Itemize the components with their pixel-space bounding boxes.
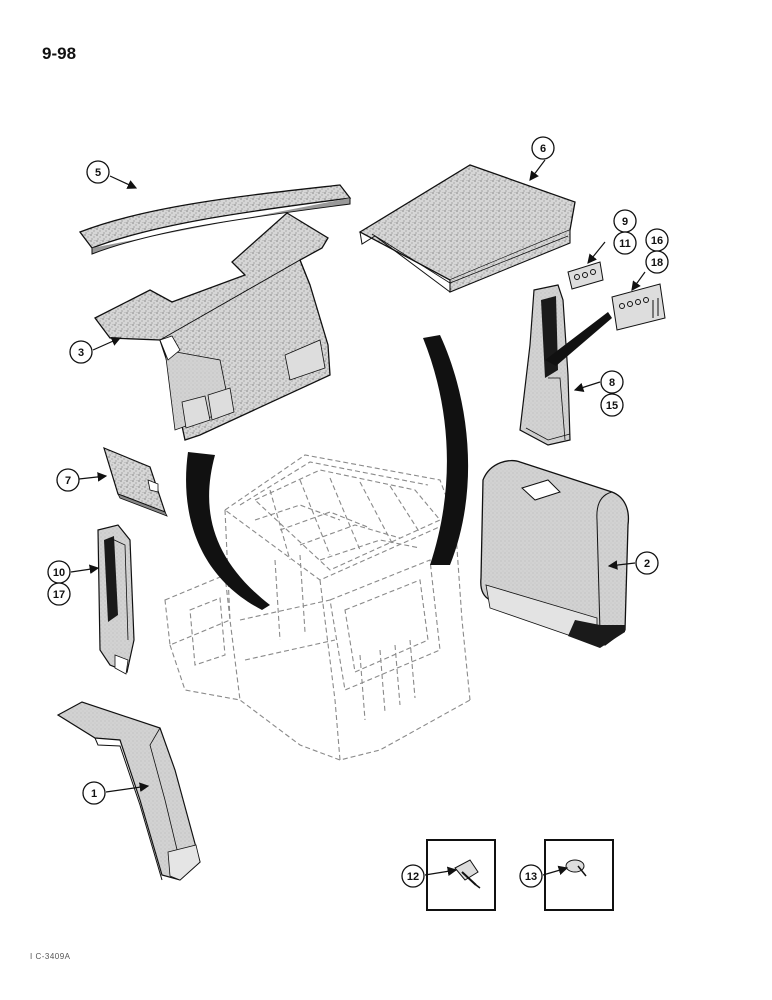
clip-strip-large [611,283,666,331]
front-pillar-trim [97,524,135,675]
callout-18: 18 [645,250,669,274]
svg-text:13: 13 [525,871,537,883]
foam-strip [78,184,352,255]
svg-text:18: 18 [651,257,663,269]
callout-5: 5 [86,160,110,184]
floor-trim [56,701,201,881]
page-number: 9-98 [42,44,77,63]
svg-text:5: 5 [95,167,101,179]
svg-text:15: 15 [606,400,618,412]
svg-text:7: 7 [65,475,71,487]
svg-text:10: 10 [53,567,65,579]
svg-text:2: 2 [644,558,650,570]
callout-9: 9 [613,209,637,233]
corner-pad [103,446,168,517]
callout-10: 10 [47,560,71,584]
svg-text:3: 3 [78,347,84,359]
callout-7: 7 [56,468,80,492]
rear-cover [480,459,630,648]
callout-8: 8 [600,370,624,394]
arrow-left [186,452,270,610]
callout-15: 15 [600,393,624,417]
callout-16: 16 [645,228,669,252]
screw-fastener [426,839,496,911]
callout-13: 13 [519,864,543,888]
svg-text:16: 16 [651,235,663,247]
callout-6: 6 [531,136,555,160]
callout-1: 1 [82,781,106,805]
headliner-panel [94,212,331,441]
svg-text:1: 1 [91,788,97,800]
callout-11: 11 [613,231,637,255]
svg-text:6: 6 [540,143,546,155]
svg-text:11: 11 [619,238,631,250]
clip-strip-small [567,261,604,290]
figure-code: I C-3409A [30,952,71,961]
callout-12: 12 [401,864,425,888]
callout-17: 17 [47,582,71,606]
leader-lines [70,159,646,877]
push-rivet-fastener [544,839,614,911]
svg-text:12: 12 [407,871,419,883]
svg-text:17: 17 [53,589,65,601]
arrow-right [423,335,469,565]
cab-frame-outline [164,454,471,761]
svg-text:9: 9 [622,216,628,228]
callout-2: 2 [635,551,659,575]
roof-headliner [358,164,576,293]
rear-pillar-trim [519,284,612,446]
callout-3: 3 [69,340,93,364]
svg-text:8: 8 [609,377,615,389]
